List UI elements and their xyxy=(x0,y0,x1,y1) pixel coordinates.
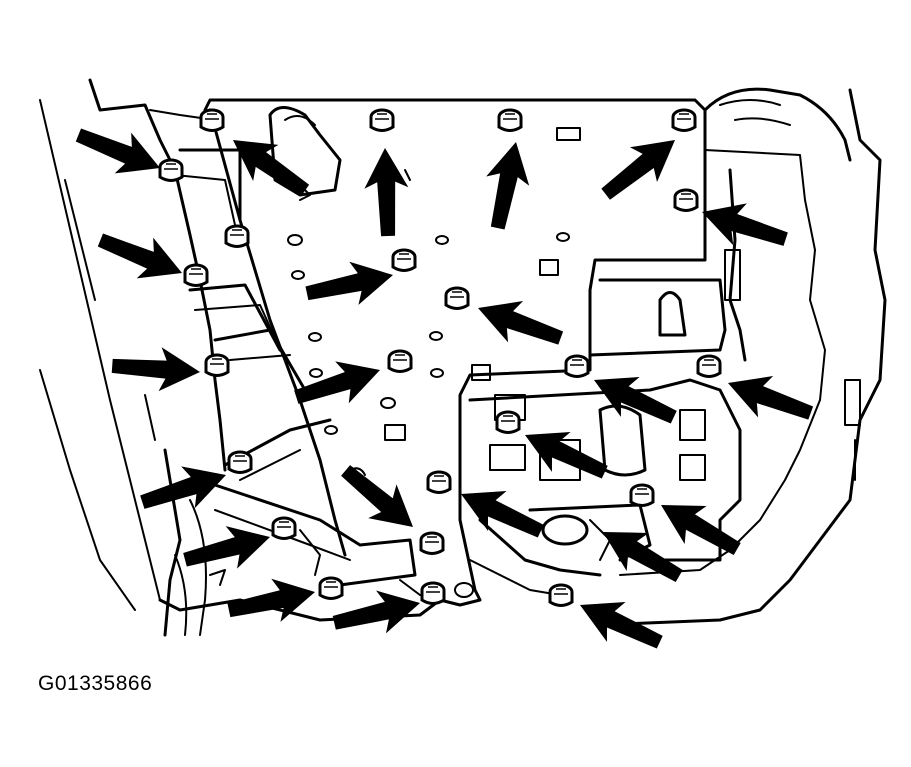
bolt-icon xyxy=(419,531,445,555)
pointer-arrow-icon xyxy=(470,287,569,359)
bolt-icon xyxy=(387,349,413,373)
bolt-icon xyxy=(204,353,230,377)
bolt-icon xyxy=(158,158,184,182)
pointer-arrow-icon xyxy=(363,147,411,237)
plate-holes xyxy=(287,127,581,598)
bolt-icon xyxy=(224,224,250,248)
bolt-icon xyxy=(495,410,521,434)
bolt-icon xyxy=(564,354,590,378)
figure-id-label: G01335866 xyxy=(38,672,153,695)
pointer-arrow-icon xyxy=(179,515,276,582)
bolt-icon xyxy=(548,583,574,607)
bolt-icon xyxy=(426,470,452,494)
pointer-arrow-icon xyxy=(224,570,320,632)
bolt-icon xyxy=(183,263,209,287)
pointer-arrow-icon xyxy=(329,581,425,645)
pointer-arrow-icon xyxy=(135,454,233,524)
pointer-arrow-icon xyxy=(92,219,191,294)
pointer-arrow-icon xyxy=(302,253,398,315)
bolt-icon xyxy=(318,576,344,600)
bolt-icon xyxy=(271,516,297,540)
pointer-arrow-icon xyxy=(476,137,538,233)
bolt-icon xyxy=(227,450,253,474)
pointer-arrow-icon xyxy=(584,360,684,438)
bolt-icon xyxy=(497,108,523,132)
pointer-arrow-icon xyxy=(695,191,793,261)
bolt-icon xyxy=(696,354,722,378)
pointer-arrow-icon xyxy=(650,485,749,569)
bolt-icon xyxy=(444,286,470,310)
bolt-icon xyxy=(199,108,225,132)
pointer-arrow-icon xyxy=(110,343,202,394)
bolt-icon xyxy=(671,108,697,132)
bolt-icon xyxy=(420,581,446,605)
bolt-icon xyxy=(629,483,655,507)
bolt-icon xyxy=(369,108,395,132)
pointer-arrow-icon xyxy=(331,453,428,544)
bolt-icon xyxy=(673,188,699,212)
bolt-icon xyxy=(391,248,417,272)
